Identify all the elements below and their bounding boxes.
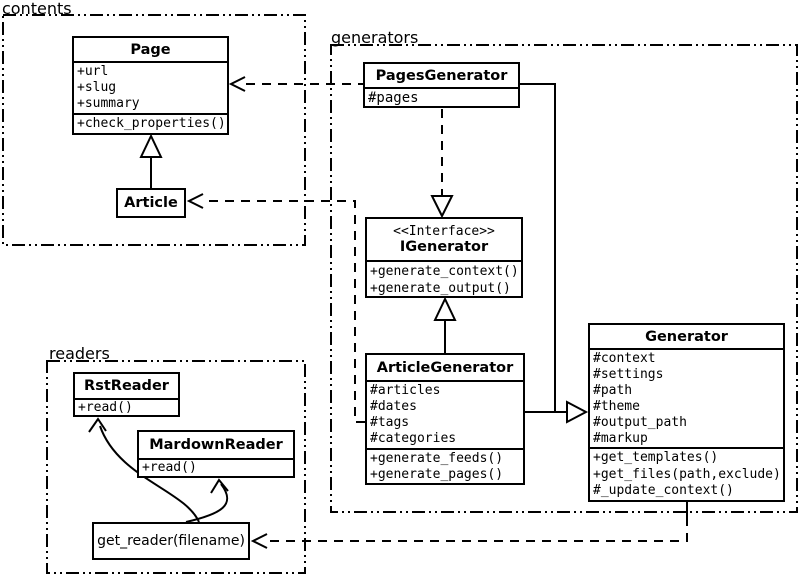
function-label-getreader: get_reader(filename) bbox=[97, 533, 245, 549]
class-title-markdownreader: MardownReader bbox=[149, 437, 283, 453]
function-box-getreader: get_reader(filename) bbox=[92, 522, 250, 560]
class-attributes-articlegenerator: #articles #dates #tags #categories bbox=[367, 380, 523, 448]
arrowhead-rstreader bbox=[88, 417, 107, 433]
attribute: #pages bbox=[368, 90, 419, 106]
class-title-generator: Generator bbox=[645, 328, 728, 345]
package-generators-border bbox=[330, 44, 798, 513]
class-box-article: Article bbox=[116, 188, 186, 218]
method: +read() bbox=[78, 400, 133, 415]
realization-triangle-igenerator bbox=[430, 195, 454, 219]
attribute: +slug bbox=[77, 80, 117, 95]
class-attributes-pagesgenerator: #pages bbox=[365, 87, 518, 106]
method: +generate_feeds() bbox=[370, 451, 504, 466]
package-readers-border bbox=[46, 360, 306, 574]
class-title-page: Page bbox=[130, 41, 171, 58]
method: +get_files(path,exclude) bbox=[593, 466, 781, 482]
attribute: #path bbox=[593, 383, 633, 398]
method: +get_templates() bbox=[593, 450, 719, 465]
dependency-arrowhead-page bbox=[228, 76, 246, 92]
class-header-igenerator: <<Interface>> IGenerator bbox=[367, 219, 521, 260]
arrow-curve-getreader-to-rstreader bbox=[99, 425, 200, 523]
dependency-line-articlegenerator-to-article bbox=[204, 200, 365, 423]
method: #_update_context() bbox=[593, 483, 734, 498]
package-label-readers: readers bbox=[49, 344, 110, 363]
generalization-triangle-generator bbox=[566, 400, 589, 424]
dependency-arrowhead-getreader bbox=[250, 533, 268, 549]
package-label-contents: contents bbox=[2, 0, 72, 18]
class-methods-page: +check_properties() bbox=[74, 113, 227, 133]
class-methods-generator: +get_templates() +get_files(path,exclude… bbox=[590, 447, 783, 500]
generalization-triangle-page bbox=[139, 133, 163, 158]
attribute: #settings bbox=[593, 367, 664, 382]
class-methods-igenerator: +generate_context() +generate_output() bbox=[367, 260, 521, 296]
attribute: #markup bbox=[593, 431, 648, 446]
class-box-rstreader: RstReader +read() bbox=[73, 372, 180, 417]
class-box-igenerator: <<Interface>> IGenerator +generate_conte… bbox=[365, 217, 523, 298]
class-title-articlegenerator: ArticleGenerator bbox=[376, 359, 514, 376]
attribute: #articles bbox=[370, 383, 441, 398]
attribute: #dates bbox=[370, 399, 417, 414]
class-methods-rstreader: +read() bbox=[75, 398, 178, 415]
class-methods-articlegenerator: +generate_feeds() +generate_pages() bbox=[367, 448, 523, 483]
class-box-pagesgenerator: PagesGenerator #pages bbox=[363, 62, 520, 108]
class-stereotype-igenerator: <<Interface>> bbox=[393, 224, 495, 239]
method: +generate_output() bbox=[370, 281, 511, 296]
package-contents-border bbox=[2, 14, 306, 246]
attribute: #theme bbox=[593, 399, 640, 414]
class-box-articlegenerator: ArticleGenerator #articles #dates #tags … bbox=[365, 353, 525, 485]
dependency-line-generator-to-getreader bbox=[267, 517, 688, 542]
class-title-article: Article bbox=[124, 195, 178, 211]
class-box-markdownreader: MardownReader +read() bbox=[137, 430, 295, 478]
method: +generate_context() bbox=[370, 264, 519, 279]
generalization-triangle-igenerator bbox=[433, 296, 457, 321]
method: +generate_pages() bbox=[370, 467, 504, 482]
method: +read() bbox=[142, 460, 197, 475]
arrowhead-markdownreader bbox=[210, 478, 229, 494]
class-title-igenerator: IGenerator bbox=[399, 239, 489, 255]
attribute: #categories bbox=[370, 431, 457, 446]
attribute: +summary bbox=[77, 96, 140, 111]
class-title-rstreader: RstReader bbox=[84, 378, 169, 394]
arrow-curve-getreader-to-markdownreader bbox=[185, 483, 229, 523]
package-label-generators: generators bbox=[331, 28, 419, 47]
class-box-page: Page +url +slug +summary +check_properti… bbox=[72, 36, 229, 135]
attribute: +url bbox=[77, 64, 109, 79]
dependency-arrowhead-article bbox=[186, 193, 204, 209]
attribute: #output_path bbox=[593, 415, 687, 430]
class-attributes-page: +url +slug +summary bbox=[74, 61, 227, 113]
method: +check_properties() bbox=[77, 116, 226, 131]
class-box-generator: Generator #context #settings #path #them… bbox=[588, 323, 785, 502]
class-methods-markdownreader: +read() bbox=[139, 458, 293, 476]
class-attributes-generator: #context #settings #path #theme #output_… bbox=[590, 348, 783, 447]
class-title-pagesgenerator: PagesGenerator bbox=[375, 67, 508, 84]
attribute: #tags bbox=[370, 415, 410, 430]
generalization-line-pagesgenerator-to-generator bbox=[520, 83, 567, 413]
attribute: #context bbox=[593, 351, 656, 366]
